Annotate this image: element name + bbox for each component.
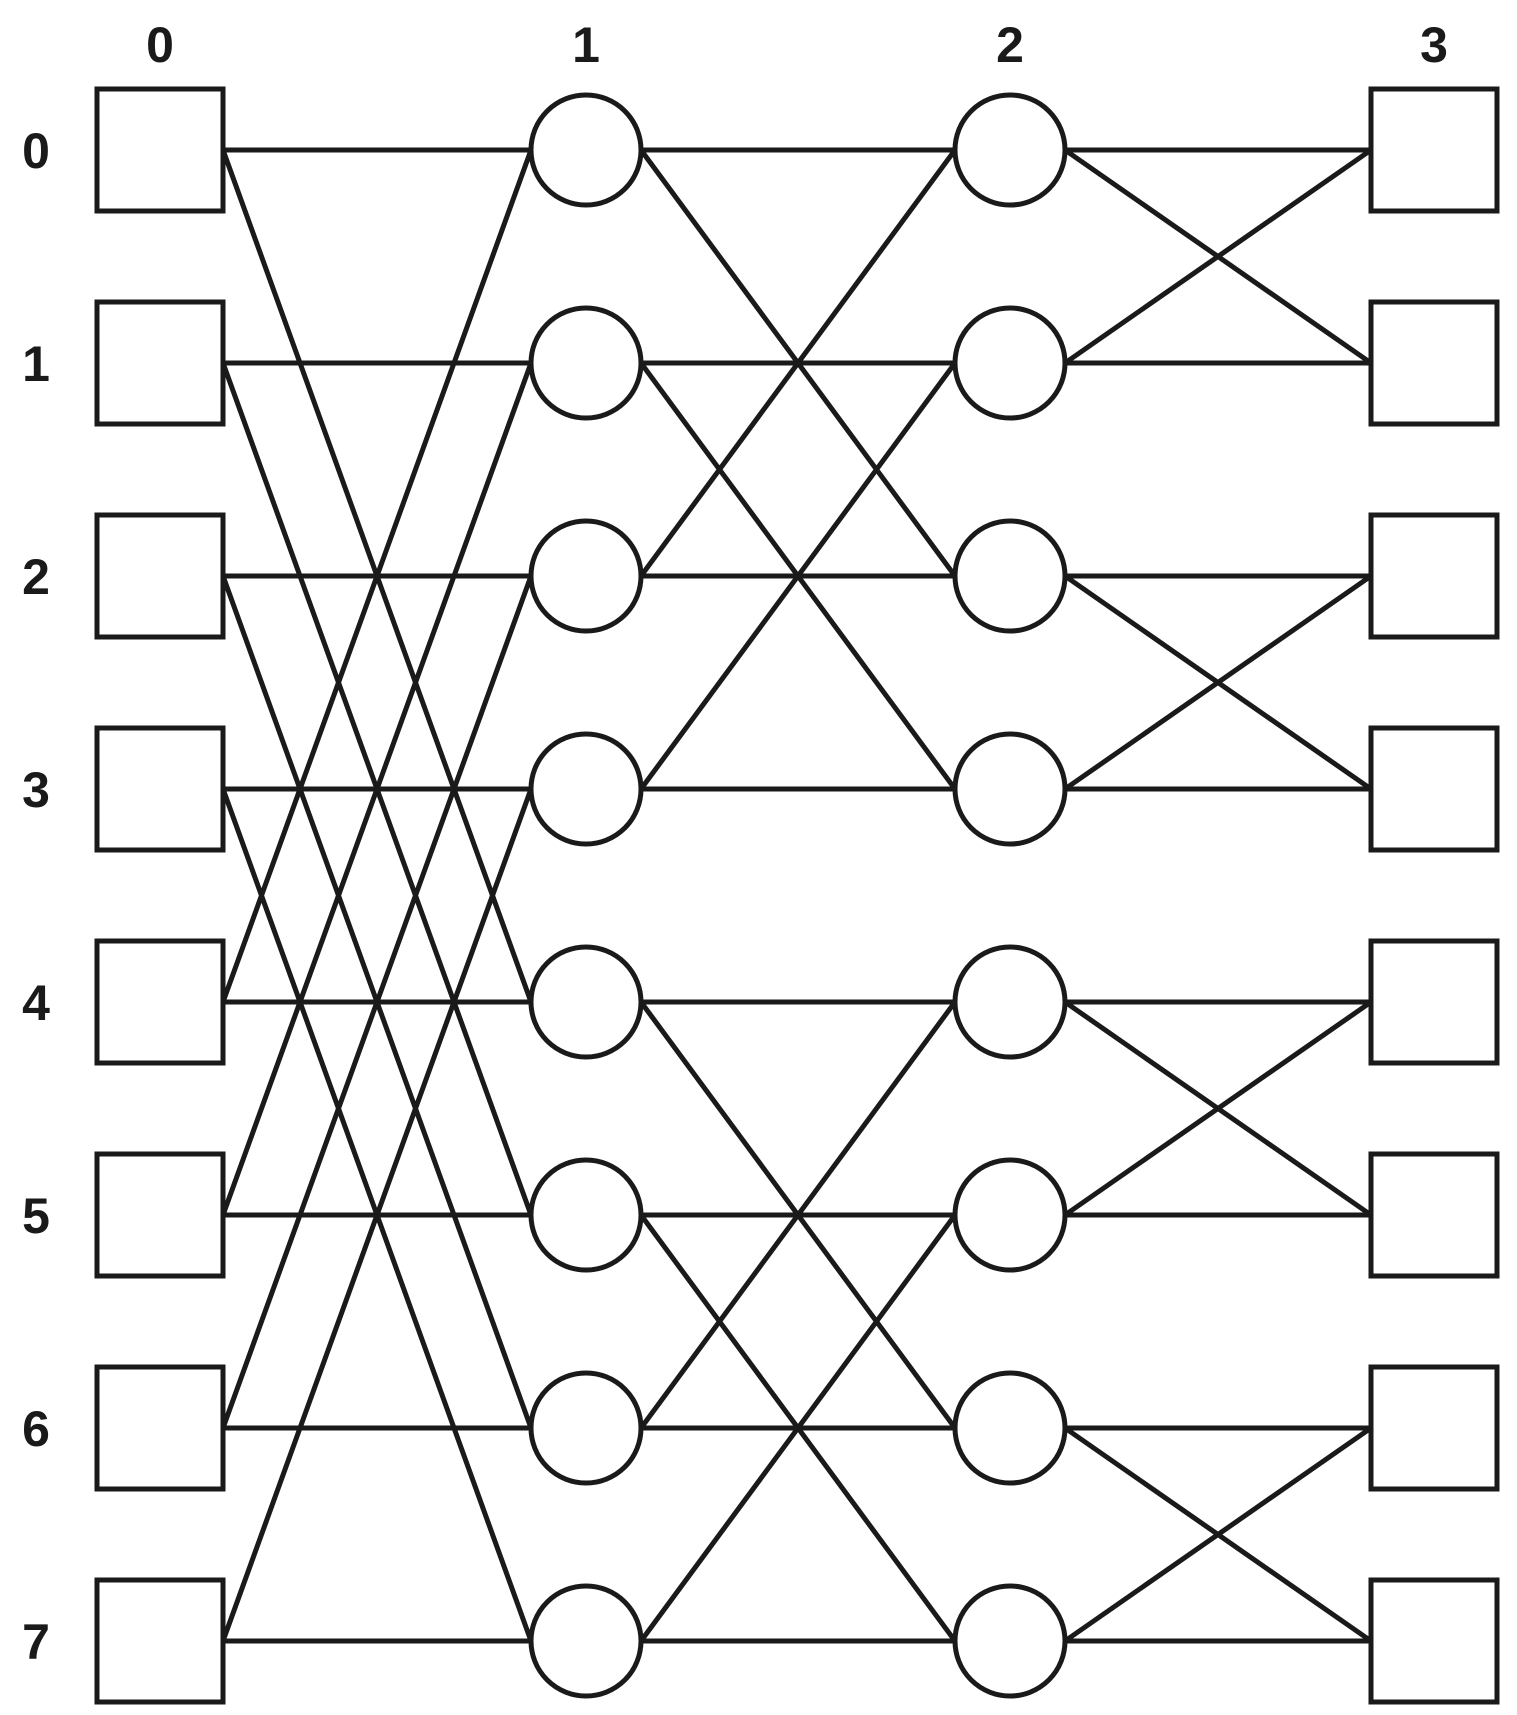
circle-node-stage1-row5: [528, 1157, 644, 1273]
stage-label-2: 2: [996, 17, 1024, 73]
circle-node-stage2-row7: [952, 1583, 1068, 1699]
stage-label-0: 0: [146, 17, 174, 73]
edge-s0-r4-to-s1-r0: [220, 147, 534, 1005]
circle-node-stage1-row2: [528, 518, 644, 634]
square-node-stage0-row7: [94, 1577, 226, 1705]
circle-node-stage1-row0: [528, 92, 644, 208]
edge-s2-r1-to-s3-r0: [1062, 147, 1374, 366]
circle-node-stage2-row2: [952, 518, 1068, 634]
circle-node-stage2-row1: [952, 305, 1068, 421]
circle-node-stage2-row6: [952, 1370, 1068, 1486]
square-node-stage3-row0: [1368, 86, 1500, 214]
square-node-stage3-row7: [1368, 1577, 1500, 1705]
row-label-3: 3: [22, 762, 50, 818]
circle-node-stage2-row4: [952, 944, 1068, 1060]
circle-node-stage2-row5: [952, 1157, 1068, 1273]
row-label-1: 1: [22, 336, 50, 392]
square-node-stage3-row6: [1368, 1364, 1500, 1492]
row-label-7: 7: [22, 1614, 50, 1670]
square-node-stage3-row2: [1368, 512, 1500, 640]
circle-node-stage1-row3: [528, 731, 644, 847]
square-node-stage0-row6: [94, 1364, 226, 1492]
edge-s2-r7-to-s3-r6: [1062, 1425, 1374, 1644]
edge-s1-r7-to-s2-r5: [638, 1212, 958, 1644]
square-node-stage0-row3: [94, 725, 226, 853]
square-node-stage0-row1: [94, 299, 226, 427]
square-node-stage0-row0: [94, 86, 226, 214]
edge-s0-r7-to-s1-r3: [220, 786, 534, 1644]
circle-node-stage1-row4: [528, 944, 644, 1060]
nodes-layer: [94, 86, 1500, 1705]
edge-s1-r2-to-s2-r0: [638, 147, 958, 579]
edge-s0-r5-to-s1-r1: [220, 360, 534, 1218]
row-label-0: 0: [22, 123, 50, 179]
square-node-stage3-row4: [1368, 938, 1500, 1066]
square-node-stage3-row5: [1368, 1151, 1500, 1279]
row-label-2: 2: [22, 549, 50, 605]
circle-node-stage2-row0: [952, 92, 1068, 208]
labels-layer: 0 1 2 3 0 1 2 3 4 5 6 7: [22, 17, 1448, 1670]
square-node-stage3-row3: [1368, 725, 1500, 853]
edges-layer: [220, 147, 1374, 1644]
square-node-stage0-row5: [94, 1151, 226, 1279]
square-node-stage0-row2: [94, 512, 226, 640]
circle-node-stage1-row6: [528, 1370, 644, 1486]
row-label-5: 5: [22, 1188, 50, 1244]
stage-label-3: 3: [1420, 17, 1448, 73]
square-node-stage0-row4: [94, 938, 226, 1066]
edge-s1-r3-to-s2-r1: [638, 360, 958, 792]
edge-s2-r3-to-s3-r2: [1062, 573, 1374, 792]
circle-node-stage1-row1: [528, 305, 644, 421]
circle-node-stage2-row3: [952, 731, 1068, 847]
edge-s1-r6-to-s2-r4: [638, 999, 958, 1431]
stage-label-1: 1: [572, 17, 600, 73]
edge-s0-r6-to-s1-r2: [220, 573, 534, 1431]
square-node-stage3-row1: [1368, 299, 1500, 427]
circle-node-stage1-row7: [528, 1583, 644, 1699]
row-label-6: 6: [22, 1401, 50, 1457]
edge-s2-r5-to-s3-r4: [1062, 999, 1374, 1218]
row-label-4: 4: [22, 975, 50, 1031]
